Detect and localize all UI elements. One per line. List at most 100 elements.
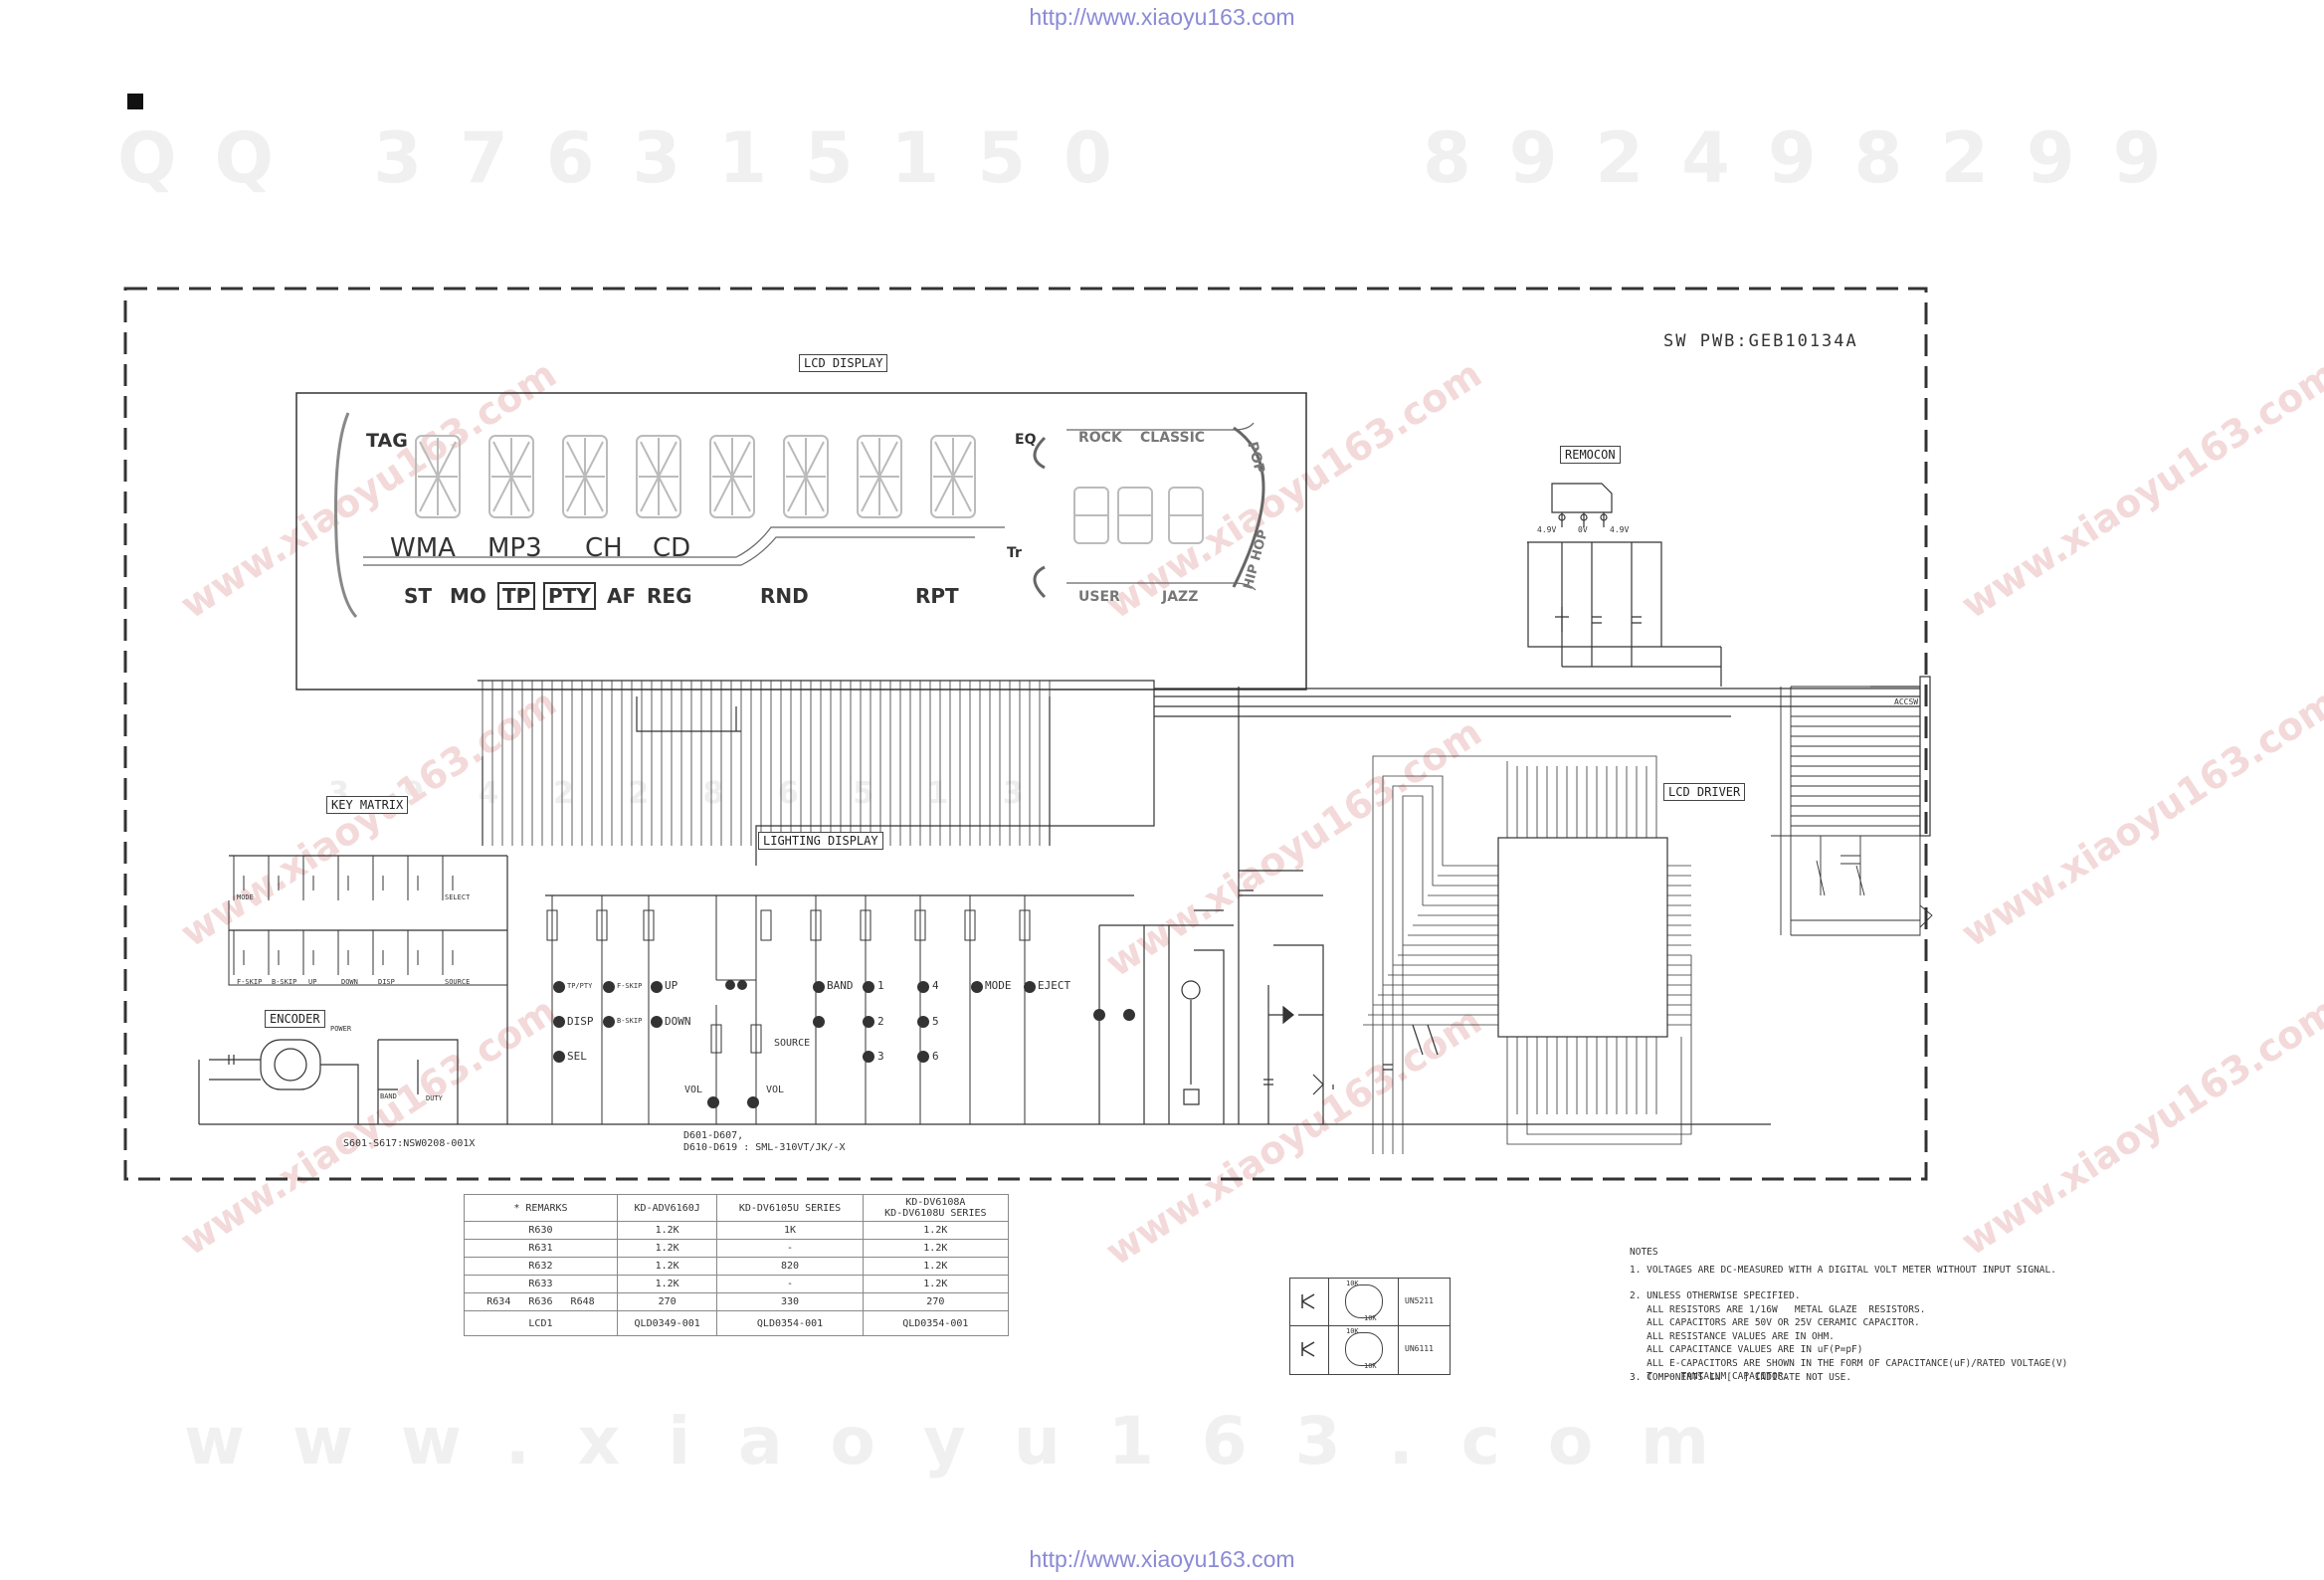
note-2: 2. UNLESS OTHERWISE SPECIFIED. ALL RESIS… [1630,1290,2068,1382]
table-cell: 1.2K [616,1239,718,1258]
remocon-pin-3: 4.9V [1610,525,1630,534]
watermark-mid: 3 9 4 2 2 8 6 5 1 3 [328,776,1046,811]
lcd-display-label: LCD DISPLAY [799,354,888,372]
table-cell: QLD0354-001 [716,1310,864,1336]
led-5: 5 [932,1015,939,1028]
encoder-body [260,1039,321,1090]
table-cell: 1.2K [862,1221,1010,1240]
led-vol-1: VOL [684,1085,703,1095]
led-vol-2: VOL [766,1085,785,1095]
lcd-mp3: MP3 [487,533,542,563]
key-disp: DISP [378,978,395,986]
lcd-jazz: JAZZ [1162,589,1199,605]
table-cell: R633 [464,1275,618,1293]
led-band: BAND [827,979,854,992]
lcd-mo: MO [450,584,486,608]
encoder-label: ENCODER [265,1010,325,1028]
table-header-row: * REMARKS KD-ADV6160J KD-DV6105U SERIES … [464,1194,1010,1222]
table-cell: R632 [464,1257,618,1276]
led-down: DOWN [665,1015,691,1028]
table-cell: 1.2K [616,1275,718,1293]
transistor-table: 10K 10K 10K 10K UN5211 UN6111 [1289,1278,1451,1375]
table-row: R633 1.2K - 1.2K [464,1275,1010,1293]
led-part-note: D601-D607, D610-D619 : SML-310VT/JK/-X [683,1130,846,1153]
key-select: SELECT [445,893,471,901]
lcd-pty: PTY [543,582,596,610]
led-tp-pty: TP/PTY [567,982,593,990]
lcd-rnd: RND [760,584,809,608]
part-un6111: UN6111 [1405,1344,1434,1353]
led-4: 4 [932,979,939,992]
table-cell: 1.2K [616,1221,718,1240]
lcd-af: AF [607,584,637,608]
lcd-ch: CH [585,533,623,563]
lcd-rock: ROCK [1078,430,1122,446]
r1-value-2: 10K [1346,1327,1359,1335]
key-f-skip: F-SKIP [237,978,263,986]
watermark-site: www.xiaoyu163.com [184,1403,1757,1480]
lcd-tr: Tr [1007,545,1022,561]
header-adv6160j: KD-ADV6160J [616,1194,718,1222]
table-cell: R634 R636 R648 [464,1292,618,1311]
table-row: R634 R636 R648 270 330 270 [464,1292,1010,1311]
lcd-rpt: RPT [915,584,959,608]
section-bullet [127,94,143,109]
enc-duty: DUTY [426,1094,443,1102]
led-mode: MODE [985,979,1012,992]
table-cell: QLD0354-001 [862,1310,1010,1336]
table-cell: 1.2K [862,1275,1010,1293]
table-cell: - [716,1239,864,1258]
bottom-url[interactable]: http://www.xiaoyu163.com [1029,1546,1295,1572]
lcd-classic: CLASSIC [1140,430,1206,446]
key-mode: MODE [237,893,254,901]
switch-part-note: S601-S617:NSW0208-001X [343,1138,476,1149]
board-outline [123,287,1928,1181]
led-eject: EJECT [1038,979,1071,992]
r2-value-1: 10K [1364,1314,1377,1322]
table-cell: 1.2K [862,1239,1010,1258]
table-row: R630 1.2K 1K 1.2K [464,1221,1010,1240]
lcd-driver-label: LCD DRIVER [1663,783,1746,801]
table-cell: R631 [464,1239,618,1258]
key-matrix-label: KEY MATRIX [326,796,409,814]
enc-power: POWER [330,1025,352,1033]
remocon-pin-2: 0V [1578,525,1588,534]
led-b-skip: B-SKIP [617,1017,643,1025]
r1-value-1: 10K [1346,1280,1359,1287]
table-cell: LCD1 [464,1310,618,1336]
table-row: LCD1 QLD0349-001 QLD0354-001 QLD0354-001 [464,1310,1010,1336]
lcd-cd: CD [653,533,691,563]
table-cell: 820 [716,1257,864,1276]
lcd-eq: EQ [1015,432,1037,448]
notes-title: NOTES [1630,1247,1658,1258]
enc-band: BAND [380,1092,397,1100]
table-cell: - [716,1275,864,1293]
led-3: 3 [877,1050,884,1063]
led-sel: SEL [567,1050,587,1063]
table-cell: 1K [716,1221,864,1240]
r2-value-2: 10K [1364,1362,1377,1370]
table-cell: 1.2K [862,1257,1010,1276]
lcd-driver-chip [1497,837,1668,1038]
watermark-number: 892498299 [1423,117,2200,199]
remarks-table: * REMARKS KD-ADV6160J KD-DV6105U SERIES … [464,1194,1010,1336]
key-up: UP [308,978,317,986]
connector-accsw: ACCSW [1894,697,1919,706]
lcd-user: USER [1078,589,1120,605]
table-row: R631 1.2K - 1.2K [464,1239,1010,1258]
key-b-skip: B-SKIP [272,978,297,986]
led-up: UP [665,979,678,992]
key-source: SOURCE [445,978,471,986]
lcd-tag: TAG [366,430,408,452]
table-row: R632 1.2K 820 1.2K [464,1257,1010,1276]
lcd-st: ST [404,584,433,608]
transistor-icon-1 [1301,1293,1315,1309]
part-un5211: UN5211 [1405,1296,1434,1305]
note-3: 3. COMPONENTS IN [ ] INDICATE NOT USE. [1630,1372,1852,1383]
table-cell: 270 [862,1292,1010,1311]
top-url[interactable]: http://www.xiaoyu163.com [1029,4,1295,30]
remocon-label: REMOCON [1560,446,1621,464]
lighting-display-label: LIGHTING DISPLAY [758,832,883,850]
header-dv6105u: KD-DV6105U SERIES [716,1194,864,1222]
